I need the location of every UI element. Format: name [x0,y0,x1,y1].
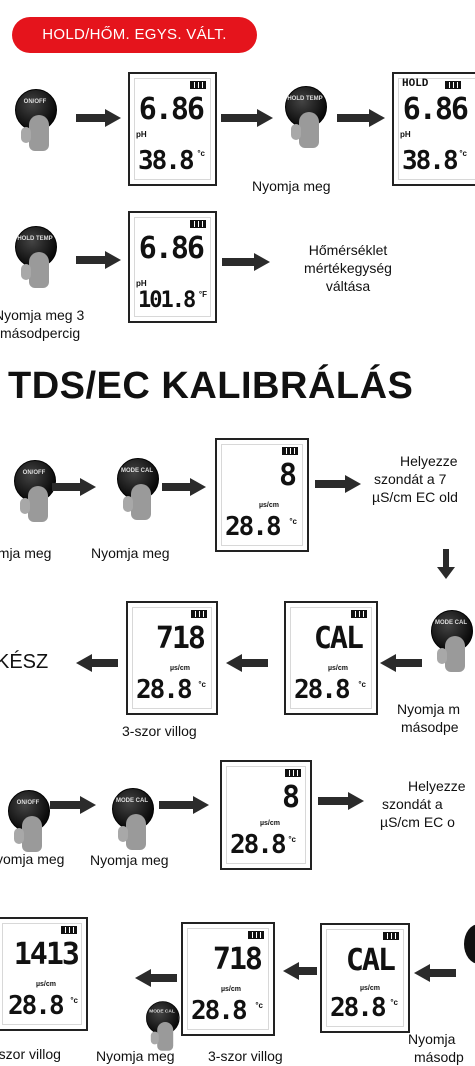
caption: Nyomja meg [252,178,331,194]
hold-temp-button-illustration: HOLD TEMP [285,86,327,148]
lcd-display: 1413 µs/cm 28.8 °c [0,917,88,1031]
on-off-button-illustration: ON/OFF [14,460,56,522]
hold-temp-button-illustration: HOLD TEMP [15,226,57,288]
caption: Helyezze szondát a 7 µS/cm EC old [372,453,458,505]
caption: Nyomja meg [90,852,169,868]
mode-cal-button-illustration: MODE CAL [112,788,154,850]
on-off-button-illustration: ON/OFF [15,89,57,151]
arrow-left-icon [380,654,422,672]
battery-icon [383,932,399,940]
arrow-left-icon [76,654,118,672]
ready-label: KÉSZ [0,651,49,673]
caption: omja meg [0,545,52,561]
arrow-left-icon [414,964,456,982]
caption: 3-szor villog [208,1048,283,1064]
arrow-right-icon [315,475,361,493]
section-badge: HOLD/HŐM. EGYS. VÁLT. [12,17,257,53]
lcd-display: CAL µs/cm 28.8 °c [284,601,378,715]
mode-cal-button-illustration: MODE CAL [146,1001,180,1051]
battery-icon [190,220,206,228]
battery-icon [61,926,77,934]
mode-cal-button-illustration: MODE CAL [117,458,159,520]
lcd-display: 718 µs/cm 28.8 °c [181,922,275,1036]
finger-icon [123,484,151,520]
caption: Nyomja m másodpe [397,701,461,735]
lcd-display: 8 µs/cm 28.8 °c [215,438,309,552]
caption: -szor villog [0,1046,61,1062]
lcd-display-hold: HOLD 6.86 pH 38.8 °c [392,72,475,186]
arrow-right-icon [221,109,273,127]
mode-cal-button-illustration: MODE CAL [431,610,473,672]
on-off-button-illustration: ON/OFF [8,790,50,852]
finger-icon [20,486,48,522]
lcd-display: CAL µs/cm 28.8 °c [320,923,410,1033]
arrow-right-icon [76,109,121,127]
caption: Hőmérséklet mértékegység váltása [304,242,392,294]
mode-cal-button-illustration [464,924,475,964]
battery-icon [282,447,298,455]
lcd-display: 6.86 pH 101.8 °F [128,211,217,323]
arrow-left-icon [283,962,317,980]
finger-icon [291,112,319,148]
arrow-right-icon [337,109,385,127]
battery-icon [445,81,461,89]
caption: Nyomja meg [96,1048,175,1064]
battery-icon [248,931,264,939]
caption: Nyomja meg 3 másodpercig [0,307,85,341]
caption: Helyezze szondát a µS/cm EC o [380,778,466,830]
lcd-display: 6.86 pH 38.8 °c [128,72,217,186]
caption: 3-szor villog [122,723,197,739]
finger-icon [21,252,49,288]
battery-icon [285,769,301,777]
arrow-right-icon [52,478,96,496]
battery-icon [351,610,367,618]
section-title: TDS/EC KALIBRÁLÁS [8,365,414,407]
caption: yomja meg [0,851,65,867]
caption: Nyomja másodp [408,1031,464,1065]
battery-icon [190,81,206,89]
lcd-display: 8 µs/cm 28.8 °c [220,760,312,870]
finger-icon [437,636,465,672]
finger-icon [21,115,49,151]
arrow-left-icon [135,969,177,987]
arrow-right-icon [76,251,121,269]
arrow-right-icon [50,796,96,814]
battery-icon [191,610,207,618]
caption: Nyomja meg [91,545,170,561]
finger-icon [118,814,146,850]
arrow-right-icon [222,253,270,271]
finger-icon [14,816,42,852]
arrow-right-icon [318,792,364,810]
finger-icon [150,1022,174,1051]
lcd-display: 718 µs/cm 28.8 °c [126,601,218,715]
arrow-right-icon [162,478,206,496]
arrow-right-icon [159,796,209,814]
arrow-down-icon [437,549,455,579]
arrow-left-icon [226,654,268,672]
